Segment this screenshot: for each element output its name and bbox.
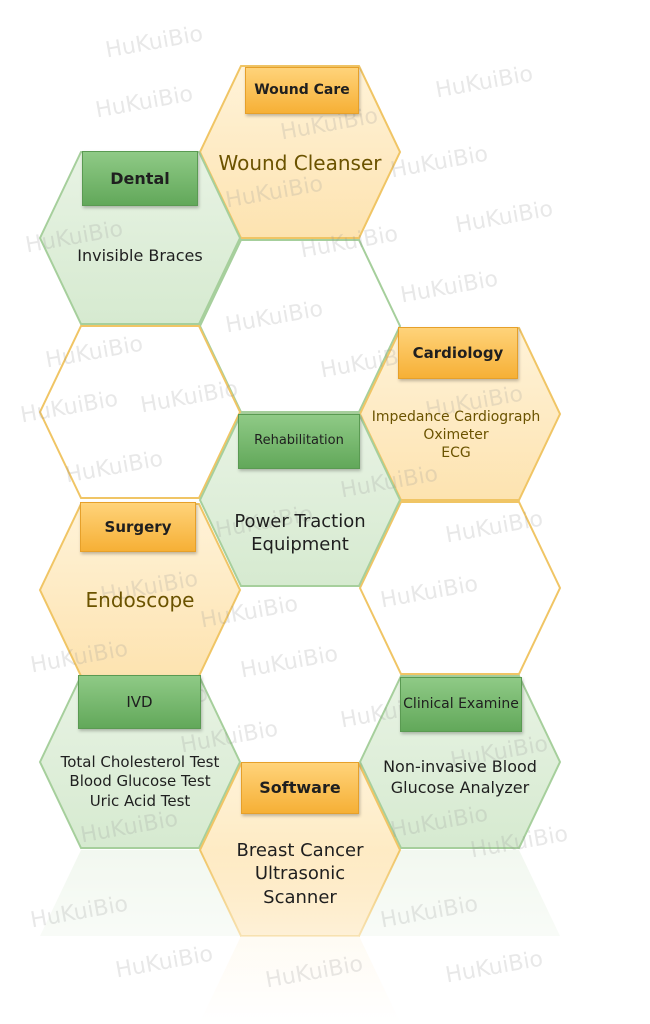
body-cardiology: Impedance Cardiograph Oximeter ECG: [371, 408, 541, 462]
empty-hex-right: [358, 501, 562, 675]
body-rehabilitation: Power Traction Equipment: [234, 510, 366, 555]
reflection-fade: [0, 850, 650, 1024]
tag-dental: Dental: [82, 151, 198, 206]
tag-wound-care: Wound Care: [245, 67, 359, 114]
body-surgery: Endoscope: [85, 588, 195, 612]
body-wound-care: Wound Cleanser: [218, 151, 382, 175]
body-clinical-examine: Non-invasive Blood Glucose Analyzer: [383, 757, 537, 797]
tag-ivd: IVD: [78, 675, 201, 729]
tag-clinical-examine: Clinical Examine: [400, 677, 522, 732]
tag-surgery: Surgery: [80, 502, 196, 552]
body-dental: Invisible Braces: [77, 245, 203, 265]
tag-cardiology: Cardiology: [398, 327, 518, 379]
tag-rehabilitation: Rehabilitation: [238, 414, 360, 469]
tag-software: Software: [241, 762, 359, 814]
empty-hex-left: [38, 325, 242, 499]
body-software: Breast Cancer Ultrasonic Scanner: [236, 839, 364, 908]
body-ivd: Total Cholesterol Test Blood Glucose Tes…: [60, 752, 220, 810]
